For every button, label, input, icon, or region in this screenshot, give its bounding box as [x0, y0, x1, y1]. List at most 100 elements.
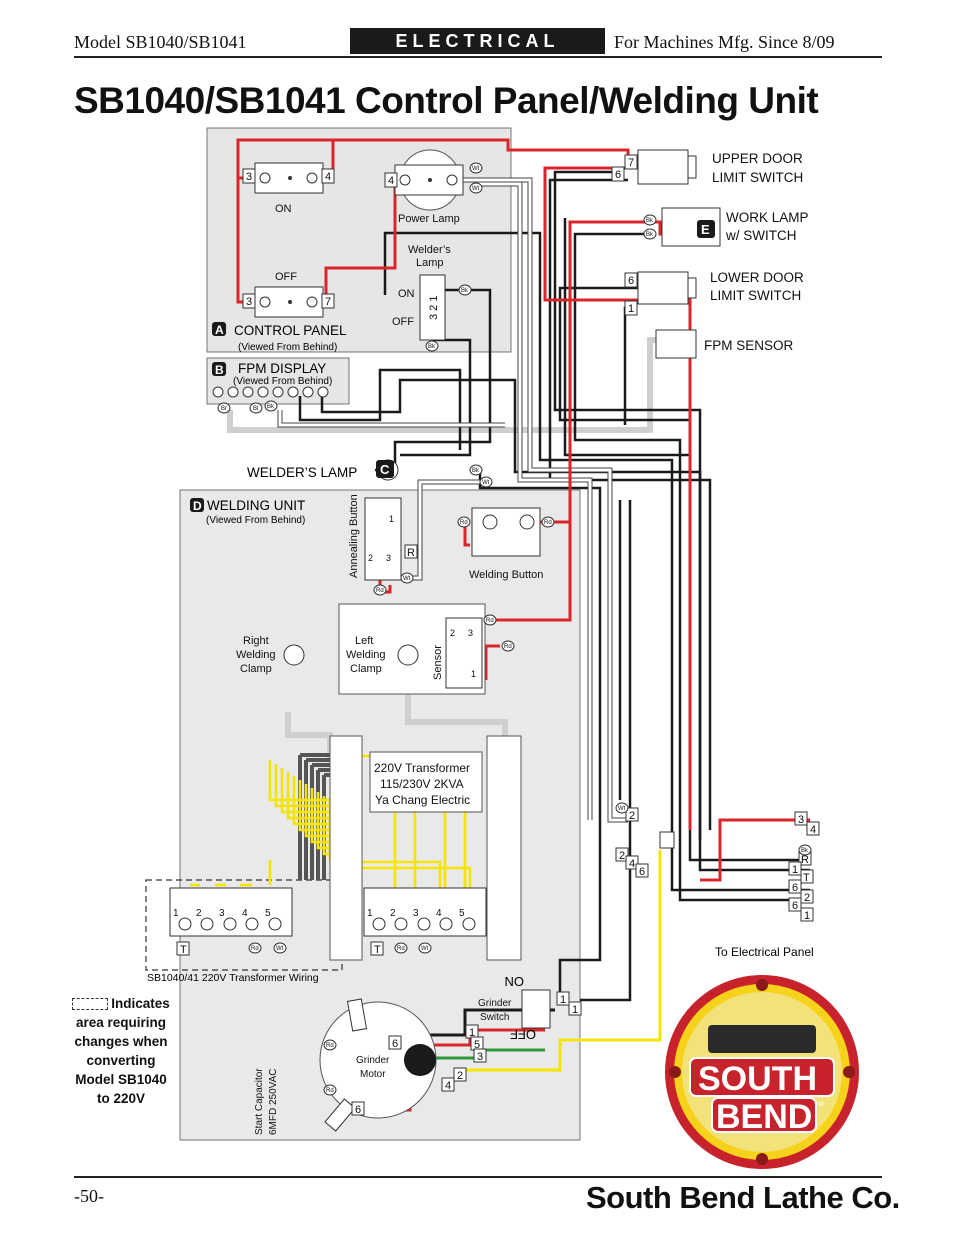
svg-text:R: R — [801, 854, 809, 866]
svg-text:Bk: Bk — [646, 218, 654, 224]
svg-text:2: 2 — [629, 810, 635, 822]
badge-e: E — [697, 220, 715, 238]
legend-line-1: Indicates — [111, 996, 170, 1011]
wire-color-tags: Wt Wt Bk Bk Bk Bk Br Bl Bk Bk Wt Rd Rd W… — [217, 162, 812, 1096]
svg-text:Rd: Rd — [376, 588, 384, 594]
svg-text:3: 3 — [386, 553, 391, 563]
control-panel-box — [206, 127, 512, 353]
dashed-box-icon — [72, 998, 109, 1011]
svg-text:Wt: Wt — [618, 806, 626, 812]
svg-text:2: 2 — [450, 628, 455, 638]
svg-text:Rd: Rd — [504, 644, 512, 650]
footer-rule — [74, 1176, 882, 1178]
left-clamp-3: Clamp — [350, 663, 382, 675]
off-switch — [254, 286, 324, 318]
header-section: ELECTRICAL — [350, 28, 605, 54]
svg-text:6: 6 — [628, 275, 634, 287]
upper-door-2: LIMIT SWITCH — [712, 170, 803, 185]
badge-b: B — [212, 362, 226, 377]
svg-text:4: 4 — [325, 171, 331, 183]
grinder-switch-2: Switch — [480, 1012, 509, 1023]
svg-text:T: T — [374, 944, 381, 956]
svg-text:D: D — [193, 499, 202, 513]
svg-text:3: 3 — [477, 1051, 483, 1063]
svg-text:4: 4 — [436, 908, 442, 919]
switch-off-label: OFF — [392, 316, 414, 328]
svg-text:7: 7 — [628, 157, 634, 169]
control-panel-sublabel: (Viewed From Behind) — [238, 342, 337, 353]
annealing-button-label: Annealing Button — [348, 494, 360, 578]
svg-text:Rd: Rd — [326, 1088, 334, 1094]
grinder-switch — [521, 989, 551, 1029]
svg-text:3: 3 — [413, 908, 419, 919]
svg-text:Wt: Wt — [421, 946, 429, 952]
svg-text:Wt: Wt — [403, 576, 411, 582]
lower-door-1: LOWER DOOR — [710, 270, 804, 285]
right-clamp-1: Right — [243, 635, 269, 647]
svg-text:4: 4 — [242, 908, 248, 919]
svg-text:Bk: Bk — [801, 848, 809, 854]
switch-on-label: ON — [398, 288, 415, 300]
badge-d: D — [190, 498, 204, 513]
svg-text:Br: Br — [221, 406, 227, 412]
svg-text:5: 5 — [459, 908, 465, 919]
svg-text:Bk: Bk — [646, 232, 654, 238]
lower-door-limit-switch — [637, 271, 697, 305]
svg-text:Bk: Bk — [472, 468, 480, 474]
svg-text:3: 3 — [798, 814, 804, 826]
svg-text:Bl: Bl — [253, 406, 258, 412]
svg-text:T: T — [803, 872, 810, 884]
svg-text:Wt: Wt — [276, 946, 284, 952]
left-welding-clamp-area — [338, 603, 486, 695]
welders-lamp-label: WELDER’S LAMP — [247, 465, 357, 480]
transformer — [329, 735, 522, 961]
svg-text:1: 1 — [804, 910, 810, 922]
svg-text:4: 4 — [445, 1080, 451, 1092]
svg-text:6: 6 — [639, 866, 645, 878]
svg-text:Rd: Rd — [326, 1043, 334, 1049]
right-clamp-3: Clamp — [240, 663, 272, 675]
welders-lamp-switch — [419, 274, 446, 341]
svg-text:1: 1 — [389, 514, 394, 524]
svg-text:2: 2 — [804, 892, 810, 904]
left-clamp-1: Left — [355, 635, 373, 647]
legend: Indicates area requiring changes when co… — [66, 994, 176, 1108]
svg-text:Wt: Wt — [472, 166, 480, 172]
svg-text:T: T — [180, 944, 187, 956]
svg-text:Wt: Wt — [482, 480, 490, 486]
legend-line-6: to 220V — [96, 1091, 146, 1106]
lower-door-2: LIMIT SWITCH — [710, 288, 801, 303]
header-rule — [74, 56, 882, 58]
svg-text:3: 3 — [246, 171, 252, 183]
header-model: Model SB1040/SB1041 — [74, 32, 247, 52]
capacitor-1: Start Capacitor — [254, 1068, 265, 1135]
svg-text:C: C — [380, 462, 390, 477]
welding-unit-sublabel: (Viewed From Behind) — [206, 515, 305, 526]
svg-text:Rd: Rd — [486, 618, 494, 624]
fpm-display-label: FPM DISPLAY — [238, 361, 326, 376]
grinder-switch-1: Grinder — [478, 998, 512, 1009]
svg-text:A: A — [215, 323, 224, 337]
grinder-motor — [319, 998, 437, 1132]
svg-text:2: 2 — [457, 1070, 463, 1082]
svg-text:2: 2 — [368, 553, 373, 563]
welders-lamp-label-1: Welder’s — [408, 244, 451, 256]
work-lamp-1: WORK LAMP — [726, 210, 809, 225]
on-label: ON — [275, 203, 292, 215]
svg-text:B: B — [215, 363, 224, 377]
svg-text:2: 2 — [390, 908, 396, 919]
welding-button — [471, 507, 541, 557]
svg-text:3: 3 — [246, 296, 252, 308]
badge-a: A — [212, 322, 226, 337]
capacitor-2: 6MFD 250VAC — [268, 1068, 279, 1135]
legend-line-4: converting — [86, 1053, 156, 1068]
svg-text:SOUTH: SOUTH — [698, 1060, 817, 1098]
annealing-button — [364, 497, 402, 581]
svg-text:6: 6 — [615, 169, 621, 181]
upper-door-1: UPPER DOOR — [712, 151, 803, 166]
on-switch — [254, 162, 324, 194]
svg-text:6: 6 — [792, 882, 798, 894]
svg-text:1: 1 — [173, 908, 179, 919]
svg-text:2: 2 — [619, 850, 625, 862]
